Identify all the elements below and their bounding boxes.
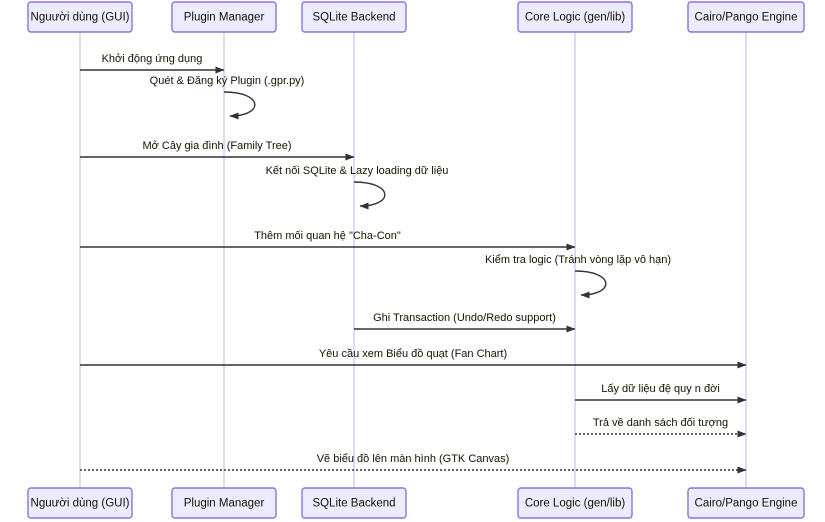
message-11[interactable]: Vẽ biểu đồ lên màn hình (GTK Canvas) [80,453,747,474]
participant-label: Core Logic (gen/lib) [525,12,626,24]
message-6[interactable]: Kiểm tra logic (Tránh vòng lặp vô hạn) [485,254,671,299]
participant-box-rect [27,487,133,519]
message-10[interactable]: Trả về danh sách đối tượng [575,417,747,438]
participant-label: Nguười dùng (GUI) [31,498,130,510]
message-label: Lấy dữ liệu đệ quy n đời [601,383,720,395]
participant-box-rect [517,487,633,519]
participant-box-rect [301,1,407,33]
message-1[interactable]: Khởi động ứng dụng [80,53,225,74]
participant-core-bottom[interactable]: Core Logic (gen/lib) [517,487,633,519]
participant-label: Cairo/Pango Engine [695,12,798,24]
participant-label: SQLite Backend [312,12,395,24]
participant-plugin-bottom[interactable]: Plugin Manager [171,487,277,519]
participant-label: SQLite Backend [312,498,395,510]
participant-label: Nguười dùng (GUI) [31,12,130,24]
participant-sqlite-top[interactable]: SQLite Backend [301,1,407,33]
participant-label: Plugin Manager [184,498,265,510]
participant-box-rect [171,487,277,519]
participant-box-rect [301,487,407,519]
participant-label: Plugin Manager [184,12,265,24]
message-8[interactable]: Yêu cầu xem Biểu đồ quạt (Fan Chart) [80,348,747,369]
message-3[interactable]: Mở Cây gia đình (Family Tree) [80,140,355,161]
message-label: Kết nối SQLite & Lazy loading dữ liệu [266,165,449,177]
message-selfloop-line [353,181,386,210]
participant-label: Core Logic (gen/lib) [525,498,626,510]
participant-box-rect [687,487,805,519]
message-selfloop-line [223,91,256,120]
message-label: Trả về danh sách đối tượng [593,417,728,429]
message-label: Thêm mối quan hệ "Cha-Con" [254,230,401,242]
participant-plugin-top[interactable]: Plugin Manager [171,1,277,33]
participant-box-rect [27,1,133,33]
participant-user-top[interactable]: Nguười dùng (GUI) [27,1,133,33]
message-label: Quét & Đăng ký Plugin (.gpr.py) [150,75,305,87]
participant-cairo-bottom[interactable]: Cairo/Pango Engine [687,487,805,519]
message-9[interactable]: Lấy dữ liệu đệ quy n đời [575,383,747,404]
message-label: Vẽ biểu đồ lên màn hình (GTK Canvas) [317,453,510,465]
participants-bottom-group: Nguười dùng (GUI) Plugin Manager SQLite Ba… [27,487,805,519]
message-7[interactable]: Ghi Transaction (Undo/Redo support) [354,312,576,333]
participant-box-rect [517,1,633,33]
participants-top-group: Nguười dùng (GUI) Plugin Manager SQLite Ba… [27,1,805,33]
message-4[interactable]: Kết nối SQLite & Lazy loading dữ liệu [266,165,449,210]
participant-sqlite-bottom[interactable]: SQLite Backend [301,487,407,519]
participant-cairo-top[interactable]: Cairo/Pango Engine [687,1,805,33]
message-label: Ghi Transaction (Undo/Redo support) [373,312,556,324]
message-2[interactable]: Quét & Đăng ký Plugin (.gpr.py) [150,75,305,120]
message-label: Kiểm tra logic (Tránh vòng lặp vô hạn) [485,254,671,266]
lifelines-group [79,32,747,488]
participant-core-top[interactable]: Core Logic (gen/lib) [517,1,633,33]
participant-box-rect [687,1,805,33]
message-5[interactable]: Thêm mối quan hệ "Cha-Con" [80,230,576,251]
participant-label: Cairo/Pango Engine [695,498,798,510]
message-label: Khởi động ứng dụng [102,53,203,65]
message-label: Yêu cầu xem Biểu đồ quạt (Fan Chart) [319,348,507,360]
participant-user-bottom[interactable]: Nguười dùng (GUI) [27,487,133,519]
participant-box-rect [171,1,277,33]
message-selfloop-line [574,270,607,299]
message-label: Mở Cây gia đình (Family Tree) [142,140,291,152]
